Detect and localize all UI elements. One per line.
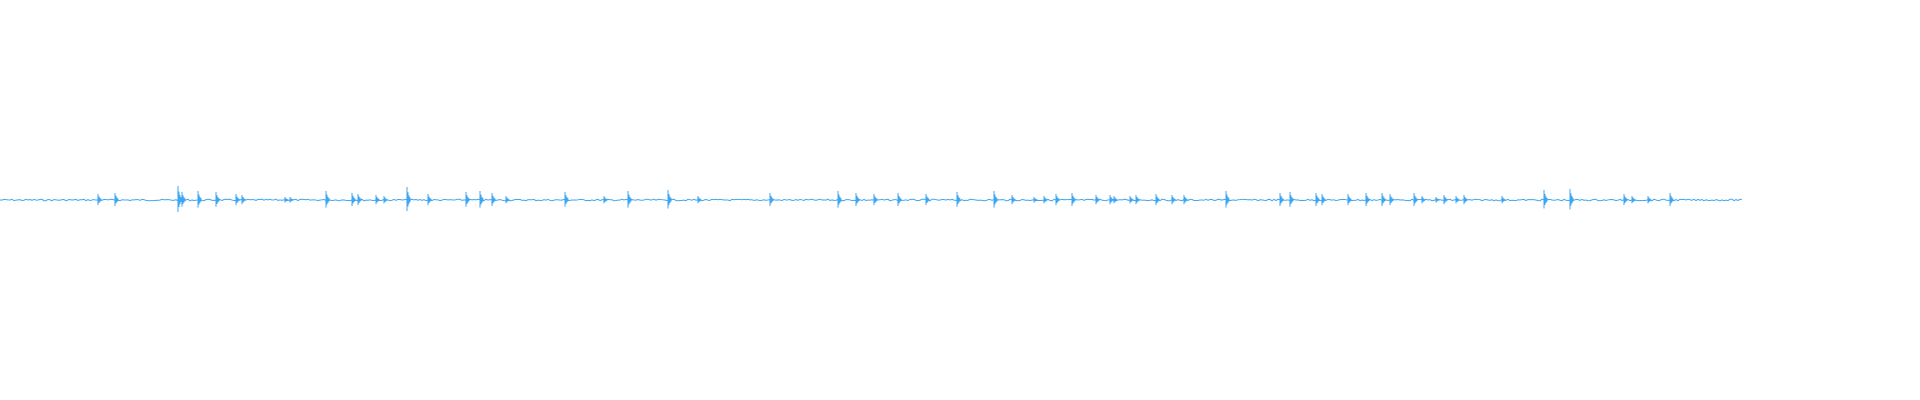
waveform-transient [1171,195,1176,205]
waveform-transient [897,193,902,206]
waveform-transient [1071,193,1076,206]
waveform-transient [465,192,470,207]
waveform-transient [479,191,484,208]
waveform-transient [1455,196,1460,204]
waveform-transient [1413,193,1418,206]
waveform-transient [1279,193,1284,206]
waveform-transient [289,197,294,203]
waveform-transient [1135,195,1140,205]
waveform-transient [1033,197,1038,203]
waveform-transient [1501,196,1506,204]
waveform-transient [667,190,672,209]
waveform-transient [505,196,510,204]
waveform-transient [1129,196,1134,204]
waveform-transient [1647,196,1652,204]
waveform-transient [837,191,842,208]
waveform-transient [1095,195,1100,205]
waveform-transient [769,193,774,206]
waveform-transient [235,194,240,206]
waveform-transient [1109,195,1114,205]
waveform-transient [1225,191,1230,208]
waveform-transient [1321,194,1326,206]
waveform-transient [181,192,186,207]
waveform-transient [1381,193,1386,206]
waveform-transient [873,194,878,206]
waveform-transient [1443,195,1448,205]
waveform-transient [1669,193,1674,206]
waveform-transient [1569,189,1574,210]
waveform-transient [1043,196,1048,204]
waveform-transient [1631,196,1636,204]
waveform-transient [197,191,202,208]
waveform-transient [1289,192,1294,207]
waveform-transient [357,194,362,206]
waveform-transient [375,195,380,205]
waveform-transient [627,191,632,208]
waveform-transient [406,187,411,212]
waveform-transient [1365,193,1370,206]
waveform-path-group [0,186,1743,212]
waveform-transient [697,196,702,204]
waveform-transient [383,196,388,204]
waveform-transient [1155,194,1160,206]
waveform-transient [993,191,998,208]
waveform-transient [215,192,220,207]
waveform-transient [351,193,356,206]
waveform-transient [1315,193,1320,206]
waveform-transient [855,193,860,206]
waveform-transient [325,191,330,208]
waveform-baseline [0,198,1743,202]
waveform-transient [564,192,569,207]
waveform-transient [1113,196,1118,204]
waveform-transient [1389,194,1394,206]
waveform-transient [1463,195,1468,205]
waveform-transient [241,195,246,205]
waveform-transient [956,192,961,207]
waveform-transient [1435,197,1440,203]
waveform-transient [177,186,182,212]
waveform-transient [1421,196,1426,204]
waveform-transient [1347,194,1352,206]
waveform-transient [1543,190,1548,209]
waveform-transient [491,193,496,206]
waveform-transient [427,194,432,206]
waveform-transient [925,194,930,206]
waveform-transient [1011,195,1016,205]
waveform-transient [1183,195,1188,205]
waveform-transient [1623,194,1628,206]
waveform-transient [1055,194,1060,206]
waveform-transient [114,193,119,206]
waveform-transient [284,197,289,203]
waveform-transient [97,194,102,206]
waveform-transient [603,196,608,204]
